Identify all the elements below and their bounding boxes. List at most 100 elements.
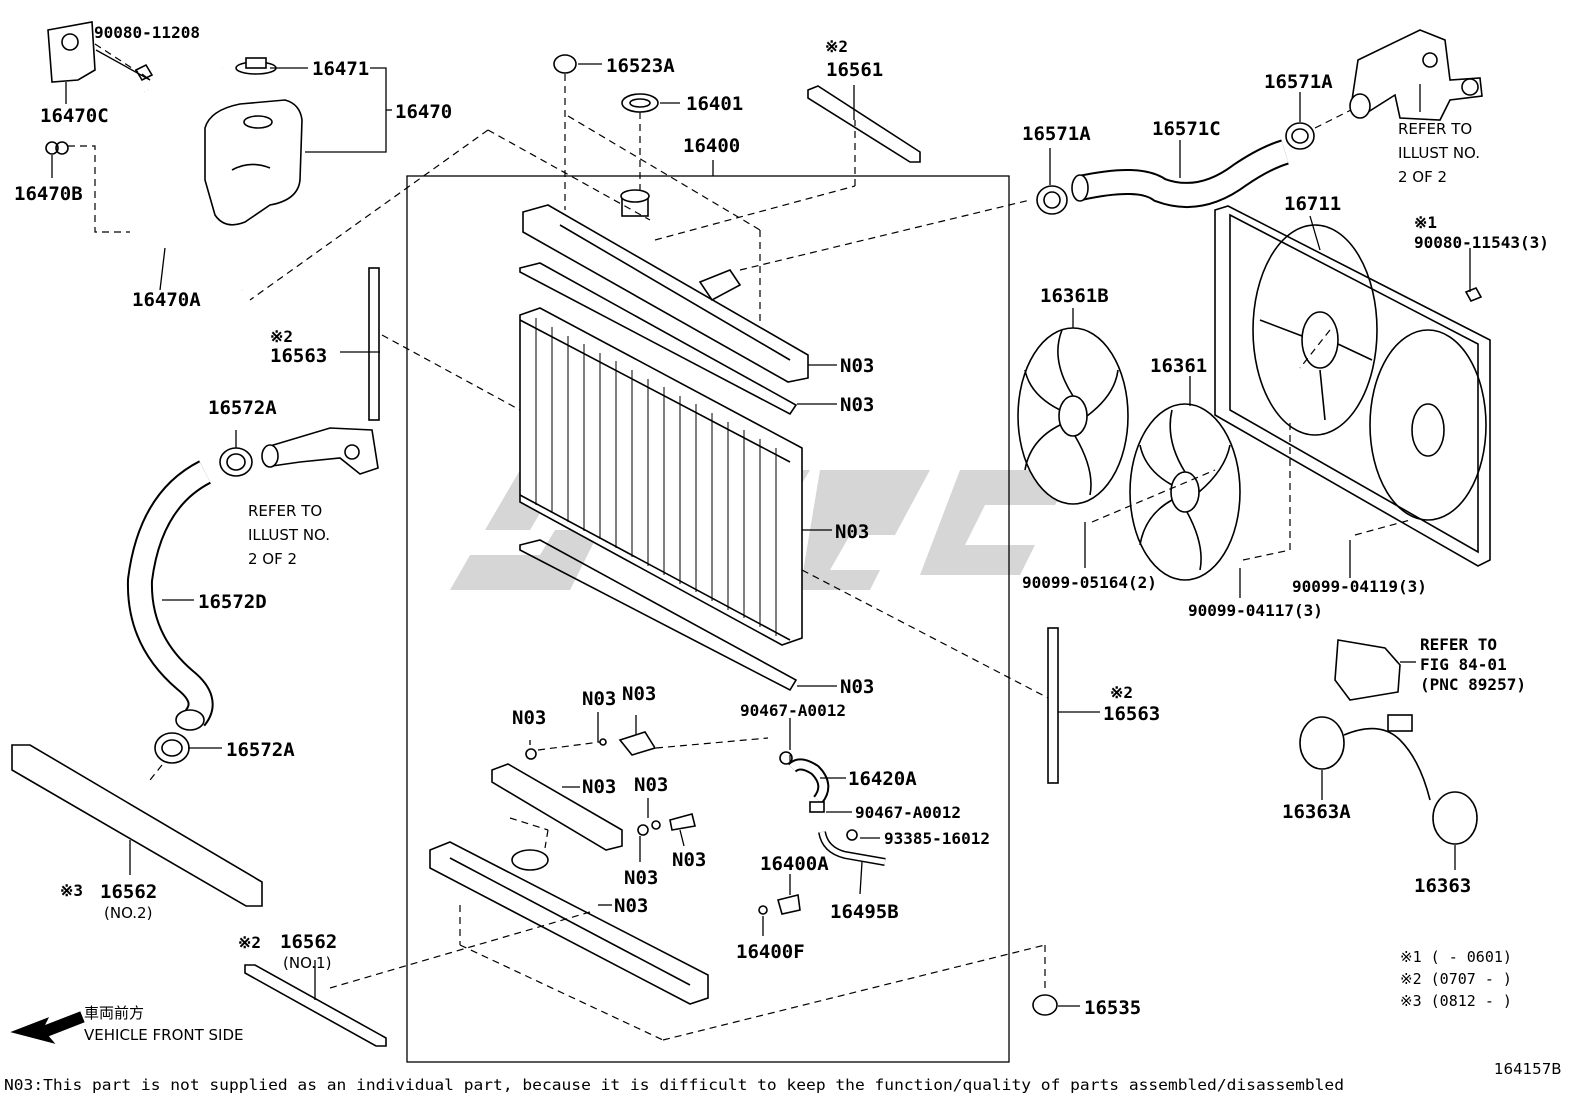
radiator-core (519, 307, 803, 646)
seal-16562-no1 (244, 964, 387, 1047)
label-16420A: 16420A (848, 768, 917, 790)
label-16563: 16563 (1103, 703, 1160, 725)
label-16572D: 16572D (198, 591, 267, 613)
radiator-cushion-bottom (1032, 994, 1058, 1016)
label-16470C: 16470C (40, 105, 109, 127)
label-90467-A0012: 90467-A0012 (855, 803, 961, 822)
radiator-lower-tank (429, 841, 709, 1005)
mark-2: ※2 (825, 37, 848, 56)
motor-16363A (1299, 714, 1431, 801)
label-16470B: 16470B (14, 183, 83, 205)
reservoir-hose (119, 65, 243, 292)
label-90467-A0012: 90467-A0012 (740, 701, 846, 720)
lower-hose (126, 460, 214, 731)
label-n03: N03 (512, 707, 546, 729)
mark-2: ※2 (270, 327, 293, 346)
footer-note: N03:This part is not supplied as an indi… (4, 1076, 1344, 1094)
lower-hose-clamp-bottom (154, 732, 190, 764)
illustration-id: 164157B (1494, 1060, 1562, 1078)
label-16571C: 16571C (1152, 118, 1221, 140)
label-16363A: 16363A (1282, 801, 1351, 823)
mark-2: ※2 (238, 933, 261, 952)
refer-right-line-1: REFER TO (1398, 120, 1472, 138)
radiator-gasket-upper (519, 262, 798, 416)
label-16572A: 16572A (208, 397, 277, 419)
label-n03: N03 (840, 394, 874, 416)
refer-fig-line-2: FIG 84-01 (1420, 655, 1507, 674)
label-16561: 16561 (826, 59, 883, 81)
label-93385-16012: 93385-16012 (884, 829, 990, 848)
fan-shroud (1214, 205, 1491, 567)
drain-plug-16400A (758, 894, 801, 915)
label-n03: N03 (840, 355, 874, 377)
label-n03: N03 (622, 683, 656, 705)
front-direction-arrow-icon (10, 1011, 85, 1044)
label-n03: N03 (582, 688, 616, 710)
legend-note-1: ※1 ( - 0601) (1400, 948, 1512, 966)
seal-16563-right (1047, 627, 1059, 784)
mark-1: ※1 (1414, 213, 1437, 232)
callout-labels: 90080-11208 16471 16470 16470C 16470B 16… (4, 23, 1562, 1094)
upper-hose-clamp-right (1285, 122, 1315, 150)
label-16471: 16471 (312, 58, 369, 80)
label-16571A: 16571A (1022, 123, 1091, 145)
label-16400: 16400 (683, 135, 740, 157)
fan-16361B (1017, 327, 1129, 505)
reservoir-tank (204, 99, 303, 226)
label-16470: 16470 (395, 101, 452, 123)
motor-16363 (1432, 791, 1478, 845)
reservoir-bracket (47, 21, 96, 83)
label-16562: 16562 (280, 931, 337, 953)
label-n03: N03 (634, 774, 668, 796)
fan-16361 (1129, 403, 1241, 581)
label-90080-11543: 90080-11543(3) (1414, 233, 1549, 252)
label-16361: 16361 (1150, 355, 1207, 377)
seal-16561 (807, 85, 921, 163)
label-16523A: 16523A (606, 55, 675, 77)
seal-16562-no2 (11, 744, 263, 907)
radiator-gasket-lower (519, 539, 798, 692)
mark-3: ※3 (60, 881, 83, 900)
label-n03: N03 (614, 895, 648, 917)
seal-16563-top (368, 267, 380, 421)
label-16495B: 16495B (830, 901, 899, 923)
label-16711: 16711 (1284, 193, 1341, 215)
label-90099-04117: 90099-04117(3) (1188, 601, 1323, 620)
refer-fig-line-1: REFER TO (1420, 635, 1497, 654)
label-90099-05164: 90099-05164(2) (1022, 573, 1157, 592)
lower-hose-clamp-top (219, 447, 253, 477)
label-16400A: 16400A (760, 853, 829, 875)
label-16535: 16535 (1084, 997, 1141, 1019)
label-n03: N03 (582, 776, 616, 798)
label-90099-04119: 90099-04119(3) (1292, 577, 1427, 596)
radiator-upper-tank (522, 189, 809, 383)
label-16470A: 16470A (132, 289, 201, 311)
label-16563: 16563 (270, 345, 327, 367)
label-16363: 16363 (1414, 875, 1471, 897)
radiator-assembly-frame (406, 175, 1010, 1063)
refer-right-line-2: ILLUST NO. (1398, 144, 1480, 162)
label-16562: 16562 (100, 881, 157, 903)
bolt-icon (134, 63, 154, 82)
refer-left-line-1: REFER TO (248, 502, 322, 520)
refer-left-line-3: 2 OF 2 (248, 550, 297, 568)
label-n03: N03 (672, 849, 706, 871)
upper-hose-clamp-left (1036, 185, 1068, 215)
radiator-cap (621, 93, 659, 113)
direction-label-japanese: 車両前方 (84, 1004, 144, 1022)
pipe-16495B (818, 829, 886, 866)
reservoir-cap (235, 57, 277, 75)
legend-note-3: ※3 (0812 - ) (1400, 992, 1512, 1010)
label-n03: N03 (835, 521, 869, 543)
label-16572A: 16572A (226, 739, 295, 761)
bolt-icon (1464, 286, 1483, 303)
label-no1: (NO.1) (283, 954, 331, 972)
direction-label-english: VEHICLE FRONT SIDE (84, 1026, 244, 1044)
radiator-cushion-top (553, 54, 577, 74)
fan-relay (1334, 639, 1401, 701)
water-outlet-pipe-right (1349, 29, 1483, 121)
label-16400F: 16400F (736, 941, 805, 963)
leader-lines (51, 49, 1471, 1007)
